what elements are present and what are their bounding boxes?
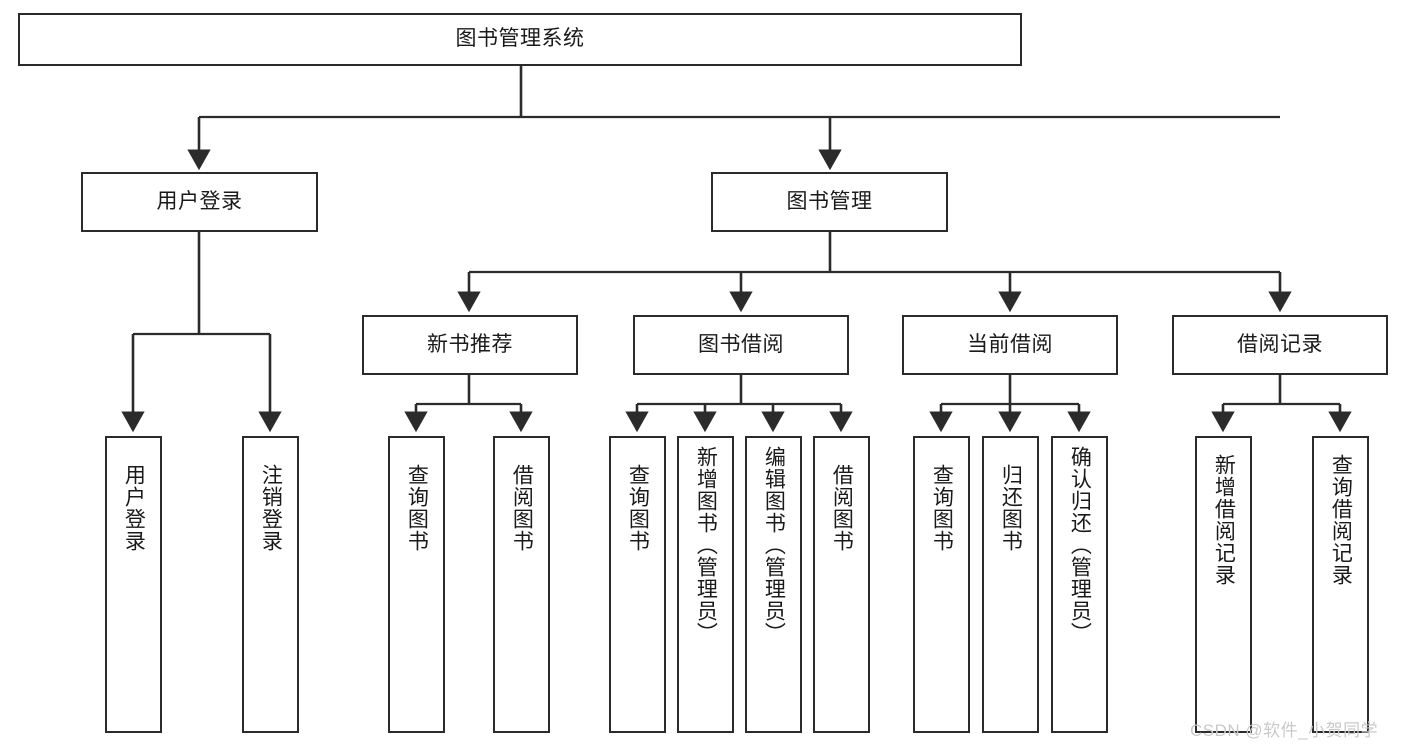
node-label: 查询借阅记录 (1329, 454, 1353, 586)
node-label: 当前借阅 (967, 332, 1053, 356)
node-label: 新书推荐 (427, 332, 513, 356)
node-label: 图书管理 (786, 189, 873, 213)
leaf-user-login[interactable]: 用户登录 (105, 436, 162, 733)
leaf-logout[interactable]: 注销登录 (242, 436, 299, 733)
node-label: 借阅图书 (830, 464, 854, 552)
node-label: 用户登录 (156, 189, 243, 213)
node-label: 图书借阅 (698, 332, 784, 356)
node-label: 新增借阅记录 (1212, 454, 1236, 586)
node-label: 查询图书 (626, 464, 650, 552)
node-root-book-management-system[interactable]: 图书管理系统 (18, 13, 1022, 66)
node-label: 查询图书 (405, 464, 429, 552)
node-borrow-record[interactable]: 借阅记录 (1172, 315, 1388, 375)
leaf-borrow-borrow-books[interactable]: 借阅图书 (813, 436, 870, 733)
node-current-borrow[interactable]: 当前借阅 (902, 315, 1118, 375)
node-label: 确认归还（管理员） (1068, 446, 1092, 644)
leaf-current-return-books[interactable]: 归还图书 (982, 436, 1039, 733)
node-label: 查询图书 (930, 464, 954, 552)
leaf-borrow-query-books[interactable]: 查询图书 (609, 436, 666, 733)
node-label: 用户登录 (122, 464, 146, 552)
leaf-record-add-borrow-record[interactable]: 新增借阅记录 (1195, 436, 1252, 733)
node-label: 图书管理系统 (455, 27, 585, 51)
node-new-book-recommend[interactable]: 新书推荐 (362, 315, 578, 375)
leaf-borrow-add-book-admin[interactable]: 新增图书（管理员） (677, 436, 734, 733)
leaf-new-book-query-books[interactable]: 查询图书 (388, 436, 445, 733)
leaf-current-confirm-return-admin[interactable]: 确认归还（管理员） (1051, 436, 1108, 733)
leaf-new-book-borrow-books[interactable]: 借阅图书 (493, 436, 550, 733)
leaf-borrow-edit-book-admin[interactable]: 编辑图书（管理员） (745, 436, 802, 733)
node-label: 借阅图书 (510, 464, 534, 552)
node-book-management[interactable]: 图书管理 (711, 172, 948, 232)
node-label: 归还图书 (999, 464, 1023, 552)
leaf-record-query-borrow-record[interactable]: 查询借阅记录 (1312, 436, 1369, 733)
node-label: 编辑图书（管理员） (762, 446, 786, 644)
node-label: 注销登录 (259, 464, 283, 552)
node-label: 借阅记录 (1237, 332, 1323, 356)
leaf-current-query-books[interactable]: 查询图书 (913, 436, 970, 733)
node-user-login[interactable]: 用户登录 (81, 172, 318, 232)
node-book-borrow[interactable]: 图书借阅 (633, 315, 849, 375)
node-label: 新增图书（管理员） (694, 446, 718, 644)
